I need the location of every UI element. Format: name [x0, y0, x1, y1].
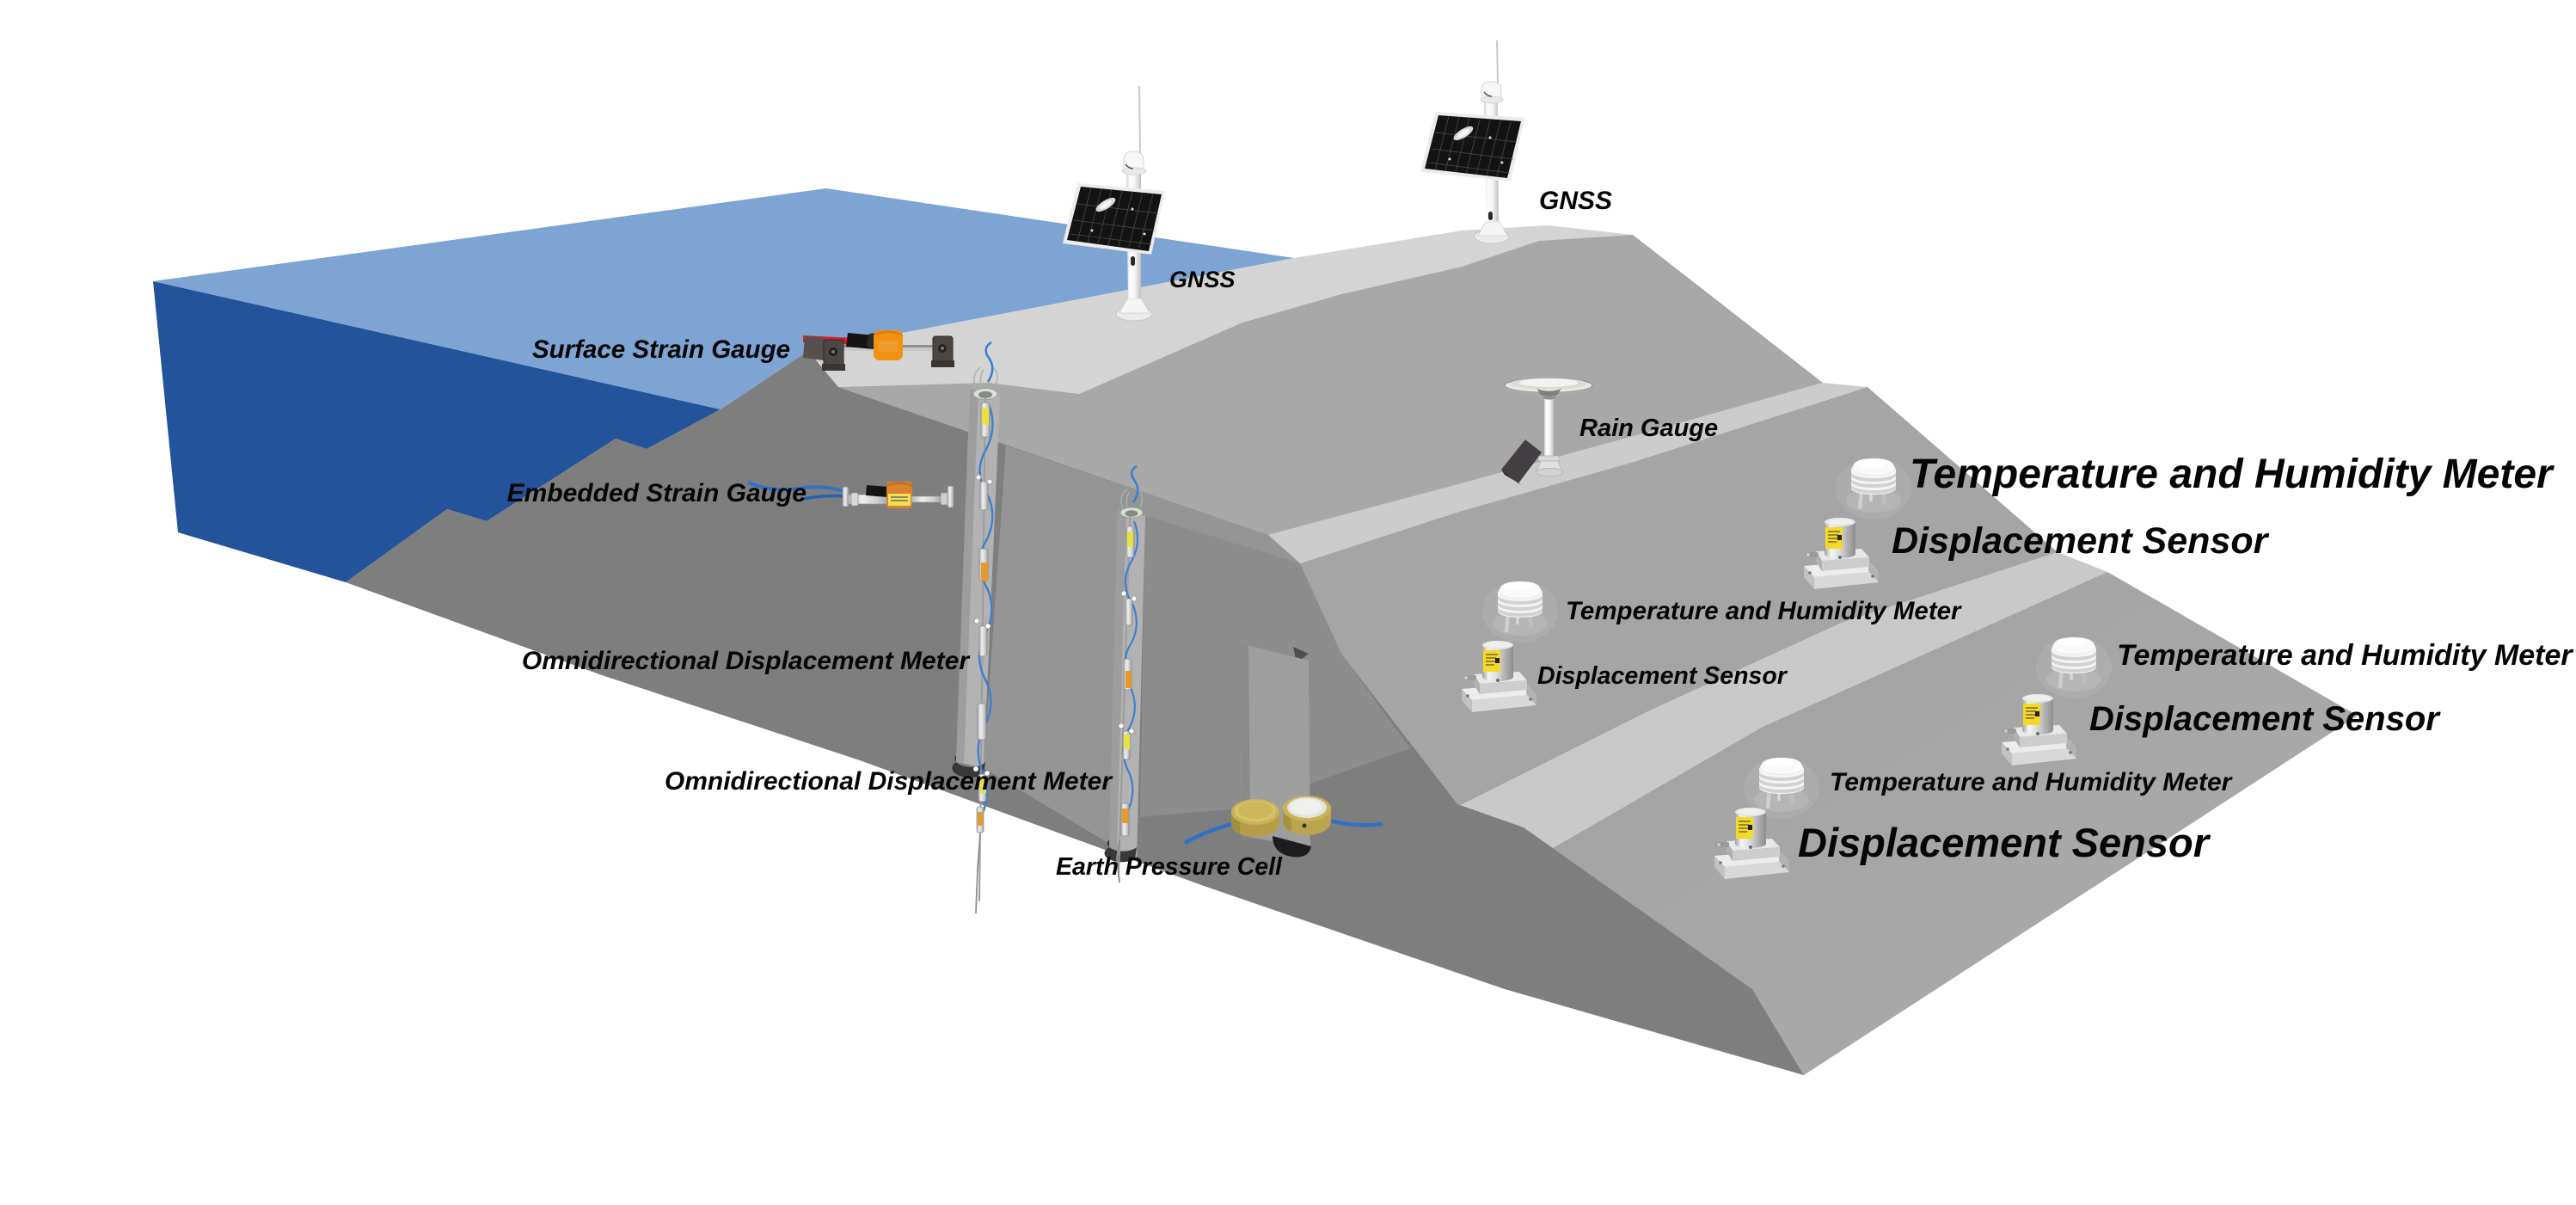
- svg-text:Displacement Sensor: Displacement Sensor: [1798, 820, 2211, 865]
- svg-text:Displacement Sensor: Displacement Sensor: [1892, 520, 2270, 562]
- svg-text:Rain Gauge: Rain Gauge: [1579, 415, 1718, 442]
- svg-text:GNSS: GNSS: [1169, 267, 1236, 292]
- svg-text:Displacement Sensor: Displacement Sensor: [1537, 662, 1788, 690]
- svg-text:Omnidirectional Displacement M: Omnidirectional Displacement Meter: [665, 767, 1113, 796]
- svg-text:Temperature and Humidity Meter: Temperature and Humidity Meter: [1910, 452, 2555, 497]
- svg-text:GNSS: GNSS: [1539, 187, 1612, 215]
- svg-text:Omnidirectional Displacement M: Omnidirectional Displacement Meter: [522, 647, 971, 675]
- svg-text:Embedded Strain Gauge: Embedded Strain Gauge: [507, 479, 807, 507]
- svg-text:Temperature and Humidity Meter: Temperature and Humidity Meter: [2117, 639, 2573, 672]
- svg-text:Earth Pressure Cell: Earth Pressure Cell: [1056, 853, 1283, 881]
- svg-text:Surface Strain Gauge: Surface Strain Gauge: [532, 335, 790, 364]
- svg-text:Temperature and Humidity Meter: Temperature and Humidity Meter: [1830, 768, 2234, 796]
- svg-text:Displacement Sensor: Displacement Sensor: [2089, 700, 2441, 738]
- svg-text:Temperature and Humidity Meter: Temperature and Humidity Meter: [1566, 597, 1962, 625]
